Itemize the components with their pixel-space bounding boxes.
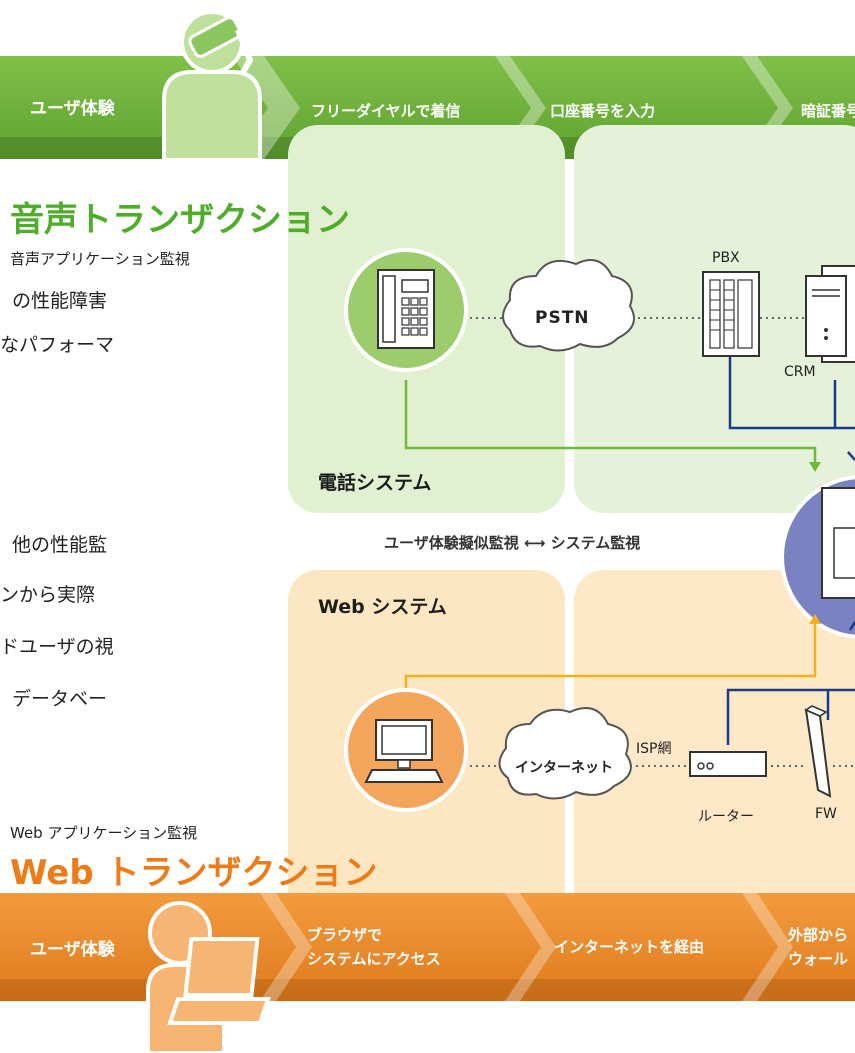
bottom-step-3-line-1: 外部から: [788, 926, 849, 944]
voice-transaction-title: 音声トランザクション: [10, 200, 350, 240]
internet-label: インターネット: [515, 760, 613, 776]
left-text-line-6: データベー: [12, 688, 108, 710]
left-text-line-3: 他の性能監: [12, 534, 108, 556]
phone-user-icon: [162, 10, 262, 160]
internet-cloud-icon: [498, 707, 632, 800]
fw-label: FW: [815, 806, 837, 822]
web-transaction-title: Web トランザクション: [10, 853, 378, 893]
pbx-label: PBX: [712, 250, 740, 266]
crm-label: CRM: [784, 364, 816, 380]
bottom-banner-label: ユーザ体験: [30, 940, 115, 960]
web-system-title: Web システム: [318, 596, 447, 618]
firewall-icon: [804, 708, 832, 798]
bottom-step-1-line-2: システムにアクセス: [307, 950, 441, 968]
top-step-2: 口座番号を入力: [550, 102, 656, 120]
left-text-line-1: の性能障害: [12, 290, 108, 312]
bottom-step-3-line-2: ウォール: [788, 950, 849, 968]
phone-system-title: 電話システム: [318, 472, 432, 494]
left-text-line-5: ドユーザの視: [0, 636, 114, 658]
top-step-1: フリーダイヤルで着信: [311, 102, 461, 120]
pstn-cloud-icon: [502, 259, 635, 352]
voice-subtitle: 音声アプリケーション監視: [10, 250, 190, 268]
top-banner-label: ユーザ体験: [30, 99, 115, 119]
isp-label: ISP網: [636, 741, 672, 757]
bottom-step-1-line-1: ブラウザで: [307, 926, 383, 944]
pc-user-icon: [146, 901, 271, 1053]
router-label: ルーター: [698, 809, 754, 825]
web-subtitle: Web アプリケーション監視: [10, 824, 198, 842]
pstn-label: PSTN: [535, 308, 590, 328]
bottom-banner-chevrons: [260, 893, 793, 1001]
left-text-line-4: ンから実際: [0, 584, 96, 606]
monitoring-relation-label: ユーザ体験擬似監視 ⟷ システム監視: [384, 534, 641, 552]
top-step-3: 暗証番号: [801, 102, 855, 120]
router-icon: [689, 751, 767, 777]
left-text-line-2: なパフォーマ: [0, 334, 115, 356]
bottom-step-2: インターネットを経由: [554, 938, 705, 956]
crm-server-icon: [805, 275, 847, 357]
